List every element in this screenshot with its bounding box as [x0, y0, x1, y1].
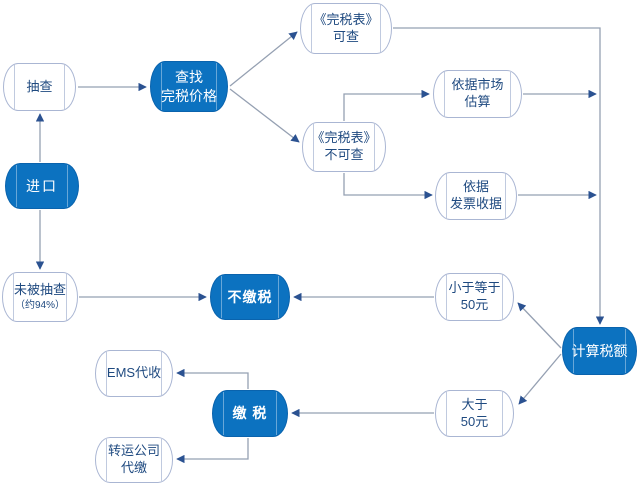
node-market-estimate: 依据市场 估算 — [433, 70, 522, 118]
node-label: 抽查 — [26, 78, 53, 94]
node-label: 不缴税 — [227, 288, 273, 305]
edge-calctax-gt50 — [518, 353, 562, 405]
node-label: 未被抽查 （约94%） — [14, 282, 66, 313]
node-label: 计算税额 — [571, 342, 628, 359]
node-label-sub: （约94%） — [14, 300, 65, 312]
edge-calctax-lte50 — [517, 302, 562, 349]
node-ems-collect: EMS代收 — [95, 350, 173, 397]
node-label: 依据 发票收据 — [449, 179, 502, 211]
node-label: EMS代收 — [106, 365, 162, 381]
node-not-sampled: 未被抽查 （约94%） — [2, 272, 78, 322]
node-gt-50: 大于 50元 — [435, 390, 514, 437]
node-label: 查找 完税价格 — [161, 69, 217, 104]
node-label: 依据市场 估算 — [451, 77, 504, 109]
node-label: 转运公司 代缴 — [107, 443, 160, 475]
edge-unavailable-market — [343, 89, 430, 121]
node-label-main: 未被抽查 — [13, 281, 66, 297]
node-no-tax: 不缴税 — [210, 274, 290, 320]
node-table-unavailable: 《完税表》 不可查 — [302, 122, 386, 172]
edge-findprice-available — [229, 31, 298, 87]
node-lte-50: 小于等于 50元 — [435, 273, 514, 321]
node-find-price: 查找 完税价格 — [150, 61, 228, 112]
edge-paytax-transfer — [176, 438, 249, 464]
node-transfer-company: 转运公司 代缴 — [95, 437, 173, 483]
node-spot-check: 抽查 — [3, 63, 76, 111]
node-label: 缴 税 — [232, 405, 268, 422]
edge-findprice-unavailable — [229, 88, 300, 143]
edge-available-calctax — [393, 27, 605, 325]
node-label: 小于等于 50元 — [448, 280, 501, 312]
node-calc-tax: 计算税额 — [562, 327, 637, 375]
node-table-available: 《完税表》 可查 — [300, 3, 392, 54]
node-invoice-receipt: 依据 发票收据 — [435, 172, 517, 220]
node-label: 大于 50元 — [460, 396, 489, 429]
node-pay-tax: 缴 税 — [212, 390, 288, 437]
edge-unavailable-invoice — [343, 173, 433, 200]
edge-paytax-ems — [176, 368, 249, 389]
node-label: 《完税表》 不可查 — [311, 130, 377, 162]
node-import: 进口 — [5, 163, 79, 209]
node-label: 进口 — [26, 177, 58, 194]
node-label: 《完税表》 可查 — [313, 11, 379, 44]
